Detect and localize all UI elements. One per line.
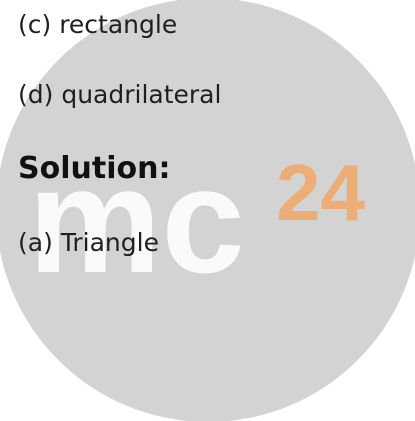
option-c: (c) rectangle (18, 10, 178, 39)
solution-answer: (a) Triangle (18, 228, 159, 257)
solution-heading: Solution: (18, 151, 171, 186)
watermark-number: 24 (276, 148, 365, 237)
watermark-letters: mc (28, 136, 245, 304)
option-d: (d) quadrilateral (18, 80, 222, 109)
